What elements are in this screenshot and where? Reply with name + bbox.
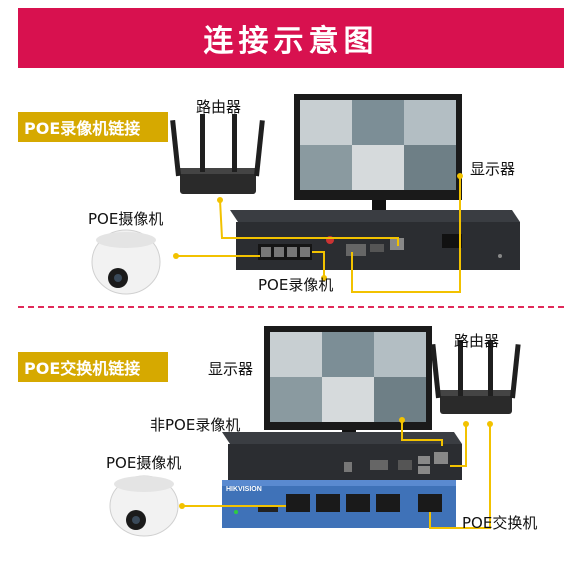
dome-camera-1 — [91, 229, 161, 295]
switch-brand-text: HIKVISION — [226, 486, 262, 493]
section1-tag: POE录像机链接 — [18, 112, 168, 142]
section-divider — [18, 306, 564, 308]
nvr-device-2 — [222, 432, 462, 480]
monitor-device-1 — [294, 94, 462, 226]
section1-connectors — [176, 176, 461, 293]
router-device-2 — [430, 340, 521, 414]
section2-connector-dots — [179, 417, 493, 509]
switch-label: POE交换机 — [462, 514, 538, 532]
nvr-device-1 — [230, 210, 520, 270]
monitor-label-1: 显示器 — [470, 160, 516, 178]
dome-camera-2 — [109, 475, 179, 537]
nvr-label-1: POE录像机 — [258, 276, 334, 294]
monitor-device-2 — [264, 326, 432, 452]
monitor-label-2: 显示器 — [208, 360, 254, 378]
title-banner: 连接示意图 — [18, 8, 564, 68]
camera-label-1: POE摄像机 — [88, 210, 164, 228]
router-label-1: 路由器 — [196, 98, 242, 116]
router-device-1 — [170, 114, 265, 194]
section1-connector-dots — [173, 173, 463, 281]
router-label-2: 路由器 — [454, 332, 500, 350]
section2-tag: POE交换机链接 — [18, 352, 168, 382]
diagram-title: 连接示意图 — [203, 24, 379, 59]
section2-connectors — [182, 420, 491, 529]
poe-switch-device — [222, 480, 456, 528]
nvr-label-2: 非POE录像机 — [150, 416, 241, 434]
camera-label-2: POE摄像机 — [106, 454, 182, 472]
